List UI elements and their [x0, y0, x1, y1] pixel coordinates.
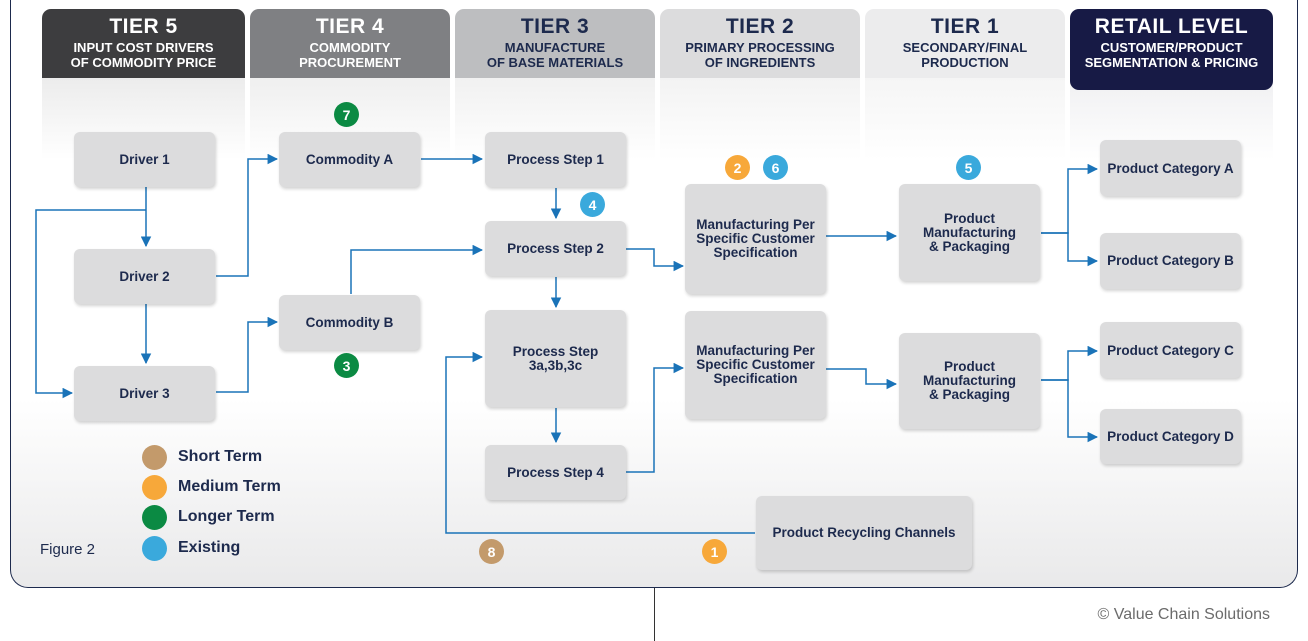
- legend-label: Short Term: [178, 448, 263, 465]
- legend-dot-medium-term: [142, 474, 167, 500]
- node-product-category-d: Product Category D: [1100, 409, 1241, 464]
- tier4-header: TIER 4 COMMODITY PROCUREMENT: [250, 9, 450, 78]
- tier5-title: TIER 5: [109, 15, 178, 38]
- node-product-recycling-channels: Product Recycling Channels: [756, 496, 972, 570]
- tier5-subtitle: INPUT COST DRIVERS OF COMMODITY PRICE: [70, 40, 217, 70]
- node-product-mfg-1: Product Manufacturing & Packaging: [899, 184, 1040, 281]
- copyright-text: © Value Chain Solutions: [1097, 606, 1270, 623]
- node-product-mfg-2: Product Manufacturing & Packaging: [899, 333, 1040, 429]
- node-commodity-a: Commodity A: [279, 132, 420, 187]
- connector-product-mfg1-category-b: [1041, 232, 1099, 267]
- badge-2: 2: [725, 155, 750, 180]
- node-commodity-b: Commodity B: [279, 295, 420, 350]
- retail-header: RETAIL LEVEL CUSTOMER/PRODUCT SEGMENTATI…: [1070, 9, 1273, 90]
- tier2-column-fade: [660, 78, 860, 160]
- legend-short-term: Short Term: [142, 444, 262, 470]
- legend-dot-longer-term: [142, 504, 167, 530]
- node-driver-1: Driver 1: [74, 132, 215, 187]
- tier2-title: TIER 2: [725, 15, 795, 38]
- divider-line: [654, 588, 655, 641]
- tier2-header: TIER 2 PRIMARY PROCESSING OF INGREDIENTS: [660, 9, 860, 78]
- retail-title: RETAIL LEVEL: [1094, 15, 1249, 38]
- tier5-header: TIER 5 INPUT COST DRIVERS OF COMMODITY P…: [42, 9, 245, 78]
- connector-commodity-b-process2: [350, 244, 484, 294]
- connector-process2-mfg-spec1: [626, 248, 685, 272]
- badge-6: 6: [763, 155, 788, 180]
- legend-existing: Existing: [142, 535, 240, 561]
- legend-dot-existing: [142, 535, 167, 561]
- badge-7: 7: [334, 102, 359, 127]
- tier4-subtitle: COMMODITY PROCUREMENT: [299, 40, 401, 70]
- node-process-step-3: Process Step 3a,3b,3c: [485, 310, 626, 407]
- legend-label: Longer Term: [178, 508, 275, 525]
- connector-driver2-commodity-a: [216, 153, 279, 277]
- retail-subtitle: CUSTOMER/PRODUCT SEGMENTATION & PRICING: [1084, 40, 1259, 70]
- connector-driver3-commodity-b: [216, 316, 279, 393]
- node-process-step-1: Process Step 1: [485, 132, 626, 187]
- connector-product-mfg1-category-a: [1041, 163, 1099, 234]
- node-product-category-a: Product Category A: [1100, 140, 1241, 196]
- connector-process4-mfg-spec2: [626, 362, 685, 473]
- badge-3: 3: [334, 353, 359, 378]
- badge-1: 1: [702, 539, 727, 564]
- tier2-subtitle: PRIMARY PROCESSING OF INGREDIENTS: [685, 40, 835, 70]
- legend-dot-short-term: [142, 444, 167, 470]
- node-mfg-spec-2: Manufacturing Per Specific Customer Spec…: [685, 311, 826, 419]
- connector-recycling-process3: [445, 351, 755, 534]
- node-product-category-b: Product Category B: [1100, 233, 1241, 289]
- tier1-subtitle: SECONDARY/FINAL PRODUCTION: [902, 40, 1028, 70]
- connector-product-mfg2-category-c: [1041, 345, 1099, 381]
- badge-5: 5: [956, 155, 981, 180]
- tier4-title: TIER 4: [315, 15, 385, 38]
- connector-loop-driver3: [35, 209, 146, 399]
- legend-medium-term: Medium Term: [142, 474, 281, 500]
- badge-4: 4: [580, 192, 605, 217]
- tier3-subtitle: MANUFACTURE OF BASE MATERIALS: [486, 40, 624, 70]
- node-product-category-c: Product Category C: [1100, 322, 1241, 378]
- node-process-step-2: Process Step 2: [485, 221, 626, 276]
- tier1-column-fade: [865, 78, 1065, 160]
- legend-label: Existing: [178, 539, 241, 556]
- node-driver-2: Driver 2: [74, 249, 215, 304]
- tier3-header: TIER 3 MANUFACTURE OF BASE MATERIALS: [455, 9, 655, 78]
- node-mfg-spec-1: Manufacturing Per Specific Customer Spec…: [685, 184, 826, 294]
- node-process-step-4: Process Step 4: [485, 445, 626, 500]
- badge-8: 8: [479, 539, 504, 564]
- tier1-title: TIER 1: [930, 15, 1000, 38]
- connector-product-mfg2-category-d: [1041, 379, 1099, 443]
- connector-mfg-spec2-product-mfg2: [826, 368, 898, 390]
- node-driver-3: Driver 3: [74, 366, 215, 421]
- legend-longer-term: Longer Term: [142, 504, 275, 530]
- figure-label: Figure 2: [40, 541, 96, 558]
- legend-label: Medium Term: [178, 478, 281, 495]
- tier3-title: TIER 3: [520, 15, 590, 38]
- tier1-header: TIER 1 SECONDARY/FINAL PRODUCTION: [865, 9, 1065, 78]
